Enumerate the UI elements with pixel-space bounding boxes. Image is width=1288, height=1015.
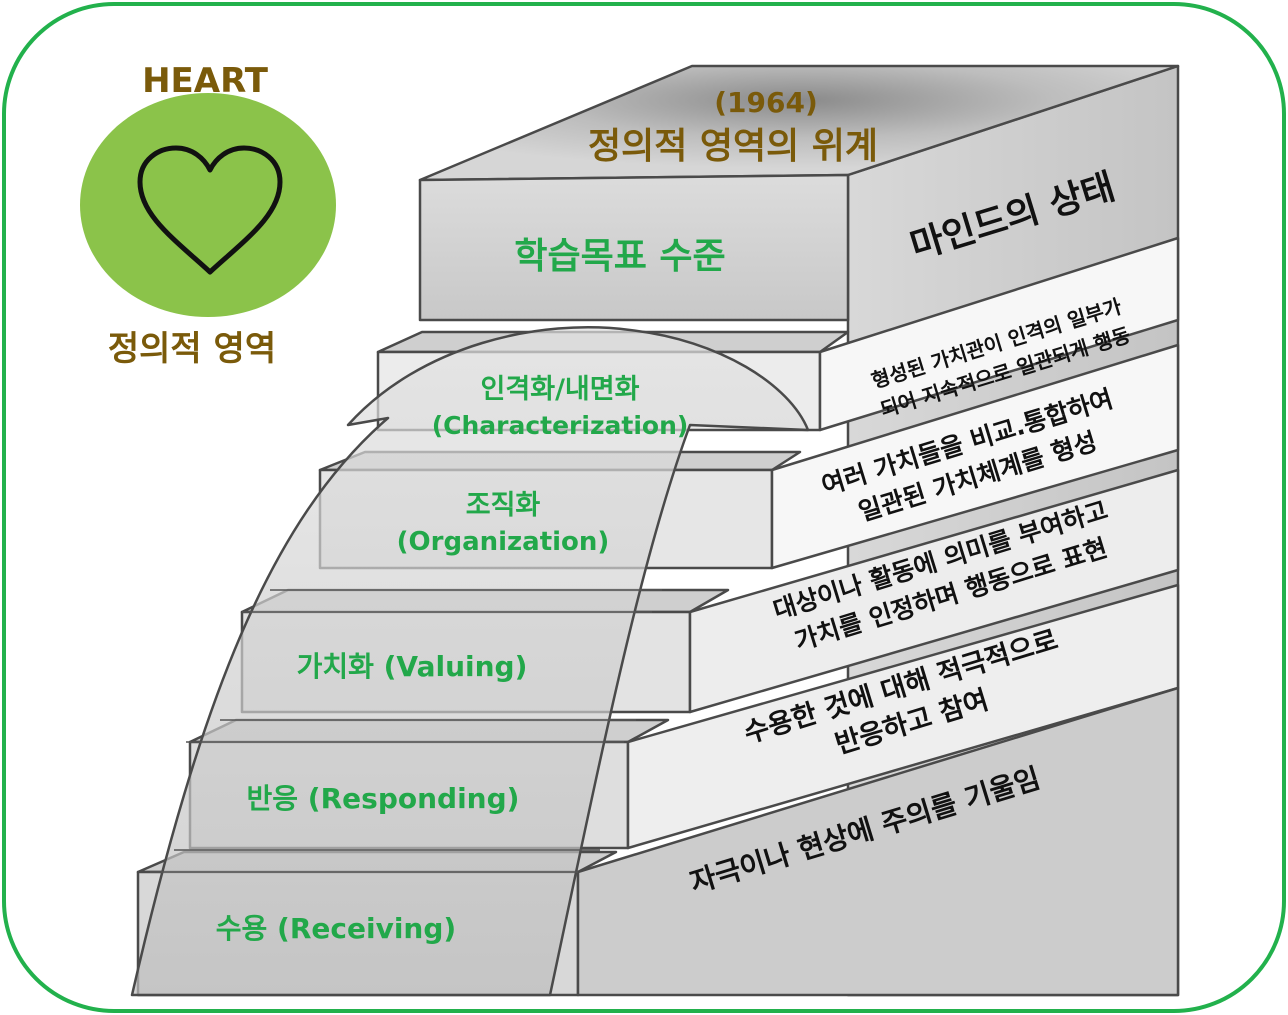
carpet-ramp [130, 326, 810, 997]
step-side-4 [770, 343, 1180, 570]
level-valuing: 가치화 (Valuing) [297, 650, 528, 683]
diagram-year: (1964) [714, 86, 818, 119]
level-characterization-en: (Characterization) [432, 411, 689, 440]
level-characterization-ko: 인격화/내면화 [481, 374, 640, 405]
diagram-title: 정의적 영역의 위계 [588, 126, 878, 167]
top-front-face [418, 173, 850, 322]
level-receiving: 수용 (Receiving) [216, 912, 456, 945]
level-organization-ko: 조직화 [466, 490, 541, 521]
level-organization-en: (Organization) [397, 527, 610, 557]
carpet-step-lines [150, 589, 662, 873]
heart-outline-icon [137, 145, 283, 275]
step-side-3 [688, 468, 1180, 714]
heart-circle [80, 93, 336, 317]
heart-label: 정의적 영역 [108, 329, 276, 369]
step-side-5 [818, 236, 1180, 432]
step-side-1 [576, 686, 1180, 997]
level-responding: 반응 (Responding) [247, 782, 520, 815]
objective-level-label: 학습목표 수준 [514, 236, 725, 277]
